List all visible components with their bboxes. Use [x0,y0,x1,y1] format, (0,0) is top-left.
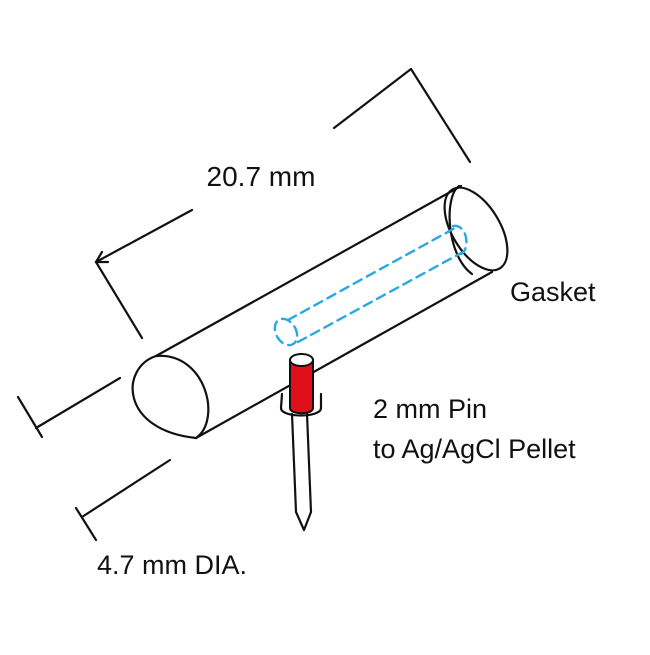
diameter-arrow-limit-bottom [74,506,98,542]
pellet-near-end [273,317,299,347]
body-top-edge [154,184,463,358]
pin-point [294,510,313,532]
pellet-top-edge [286,226,457,322]
diameter-label: 4.7 mm DIA. [97,550,247,580]
pin-sleeve-top [289,353,314,367]
length-dimension [94,67,472,340]
length-arrow-limit-left [94,260,144,340]
gasket-end [443,184,509,276]
gasket-ring [443,186,509,272]
diameter-extension-line-top [34,376,122,430]
diameter-arrow-limit-top [16,395,44,439]
body-rounded-tip [131,354,198,440]
length-arrow-limit-right [409,67,472,164]
length-label: 20.7 mm [207,161,316,192]
pin-label-line1: 2 mm Pin [373,394,487,424]
pin-shaft-left [290,412,298,514]
pellet-far-end [451,224,468,256]
pin-shaft-right [305,412,313,514]
pin-collar [279,392,323,417]
gasket-label: Gasket [510,277,596,307]
pin-sleeve-body [289,359,314,415]
gasket-inner-edge [448,184,474,276]
pin-label-line2: to Ag/AgCl Pellet [373,434,576,464]
length-extension-line-right [332,67,413,130]
pin-sleeve [289,353,314,415]
body-tip-rim [154,354,210,440]
pin [279,392,323,532]
ag-agcl-pellet [273,224,468,347]
pellet-bottom-edge [296,250,465,344]
body-bottom-edge [194,270,494,440]
length-arrowhead [94,250,110,264]
length-dimension-line [94,208,194,264]
diameter-dimension [16,376,172,542]
electrode-body [131,184,494,440]
diameter-extension-line-bottom [80,458,172,519]
